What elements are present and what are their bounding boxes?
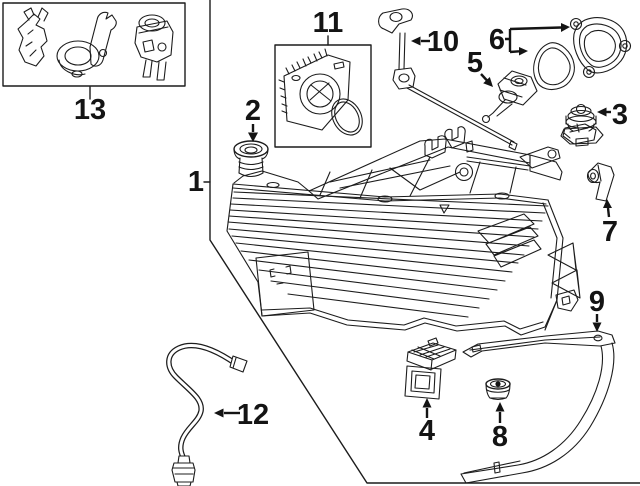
part-6-seal-and-cover <box>533 17 632 90</box>
callout-3-arrow <box>597 107 607 117</box>
part-11-control-module <box>274 35 372 148</box>
callout-3-label: 3 <box>612 99 628 131</box>
part-10-support-rod <box>378 8 518 151</box>
part-4-bracket <box>404 337 457 400</box>
callout-7-label: 7 <box>602 216 618 248</box>
callout-7-arrow <box>603 199 612 208</box>
callout-10-label: 10 <box>427 26 459 58</box>
part-5-adjuster-motor <box>481 70 538 124</box>
callout-4-arrow <box>422 398 432 408</box>
part-7-clip <box>586 162 615 202</box>
part-9-mounting-bracket <box>460 330 616 484</box>
part-1-boundary <box>203 0 640 484</box>
callout-2-arrow <box>248 132 258 142</box>
callout-2-label: 2 <box>245 95 261 127</box>
callout-9-arrow <box>592 322 602 332</box>
part-1-headlamp-assembly <box>226 123 597 336</box>
callout-12-label: 12 <box>237 399 269 431</box>
part-13-bracket-kit <box>2 2 186 100</box>
callout-9-label: 9 <box>589 286 605 318</box>
part-12-wiring-harness <box>166 342 248 486</box>
callout-4-label: 4 <box>419 415 435 447</box>
callout-1-label: 1 <box>188 166 204 198</box>
callout-6-arrow-top <box>561 23 570 32</box>
callout-11-label: 11 <box>313 7 344 39</box>
part-2-cap <box>233 140 269 178</box>
callout-6-label: 6 <box>489 24 505 56</box>
callout-10-arrow <box>411 36 421 46</box>
callout-6-arrow-bottom <box>519 47 528 56</box>
part-8-bushing <box>485 378 511 401</box>
callout-8-label: 8 <box>492 421 508 453</box>
callout-13-label: 13 <box>74 94 106 126</box>
part-3-grommet <box>560 103 604 147</box>
callout-8-arrow <box>495 402 505 412</box>
callouts: 1 2 3 4 5 6 7 8 9 10 11 12 13 <box>74 7 628 453</box>
callout-5-arrow <box>483 77 493 87</box>
callout-12-arrow <box>214 408 224 418</box>
callout-5-label: 5 <box>467 47 483 79</box>
